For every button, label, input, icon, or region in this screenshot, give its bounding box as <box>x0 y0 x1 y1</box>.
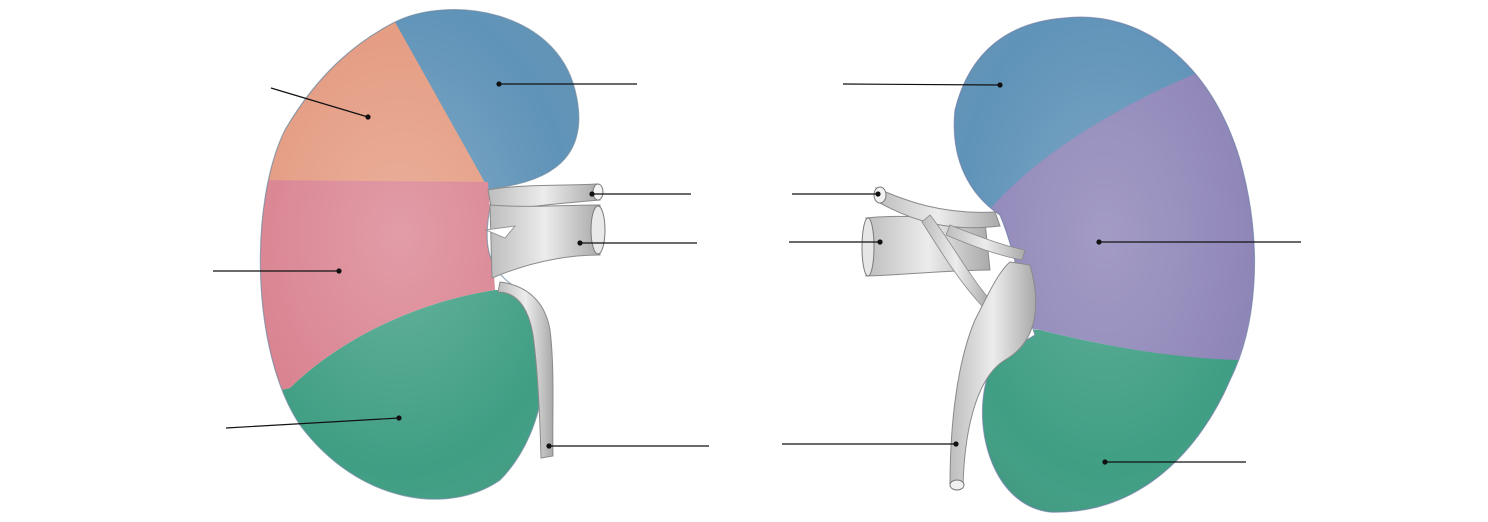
posterior-view-renal-vessels <box>861 186 1037 491</box>
ureter <box>497 281 554 459</box>
anterior-view-kidney <box>259 9 580 500</box>
leader-superior-segment-posterior <box>842 83 1001 86</box>
leader-anterior-superior-segment <box>270 87 369 118</box>
posterior-view-leader-lines <box>782 82 1301 465</box>
renal-vein <box>489 204 601 279</box>
anterior-view-leader-lines <box>213 81 709 449</box>
renal-artery-posterior <box>875 187 1001 229</box>
leader-inferior-segment <box>225 417 400 429</box>
